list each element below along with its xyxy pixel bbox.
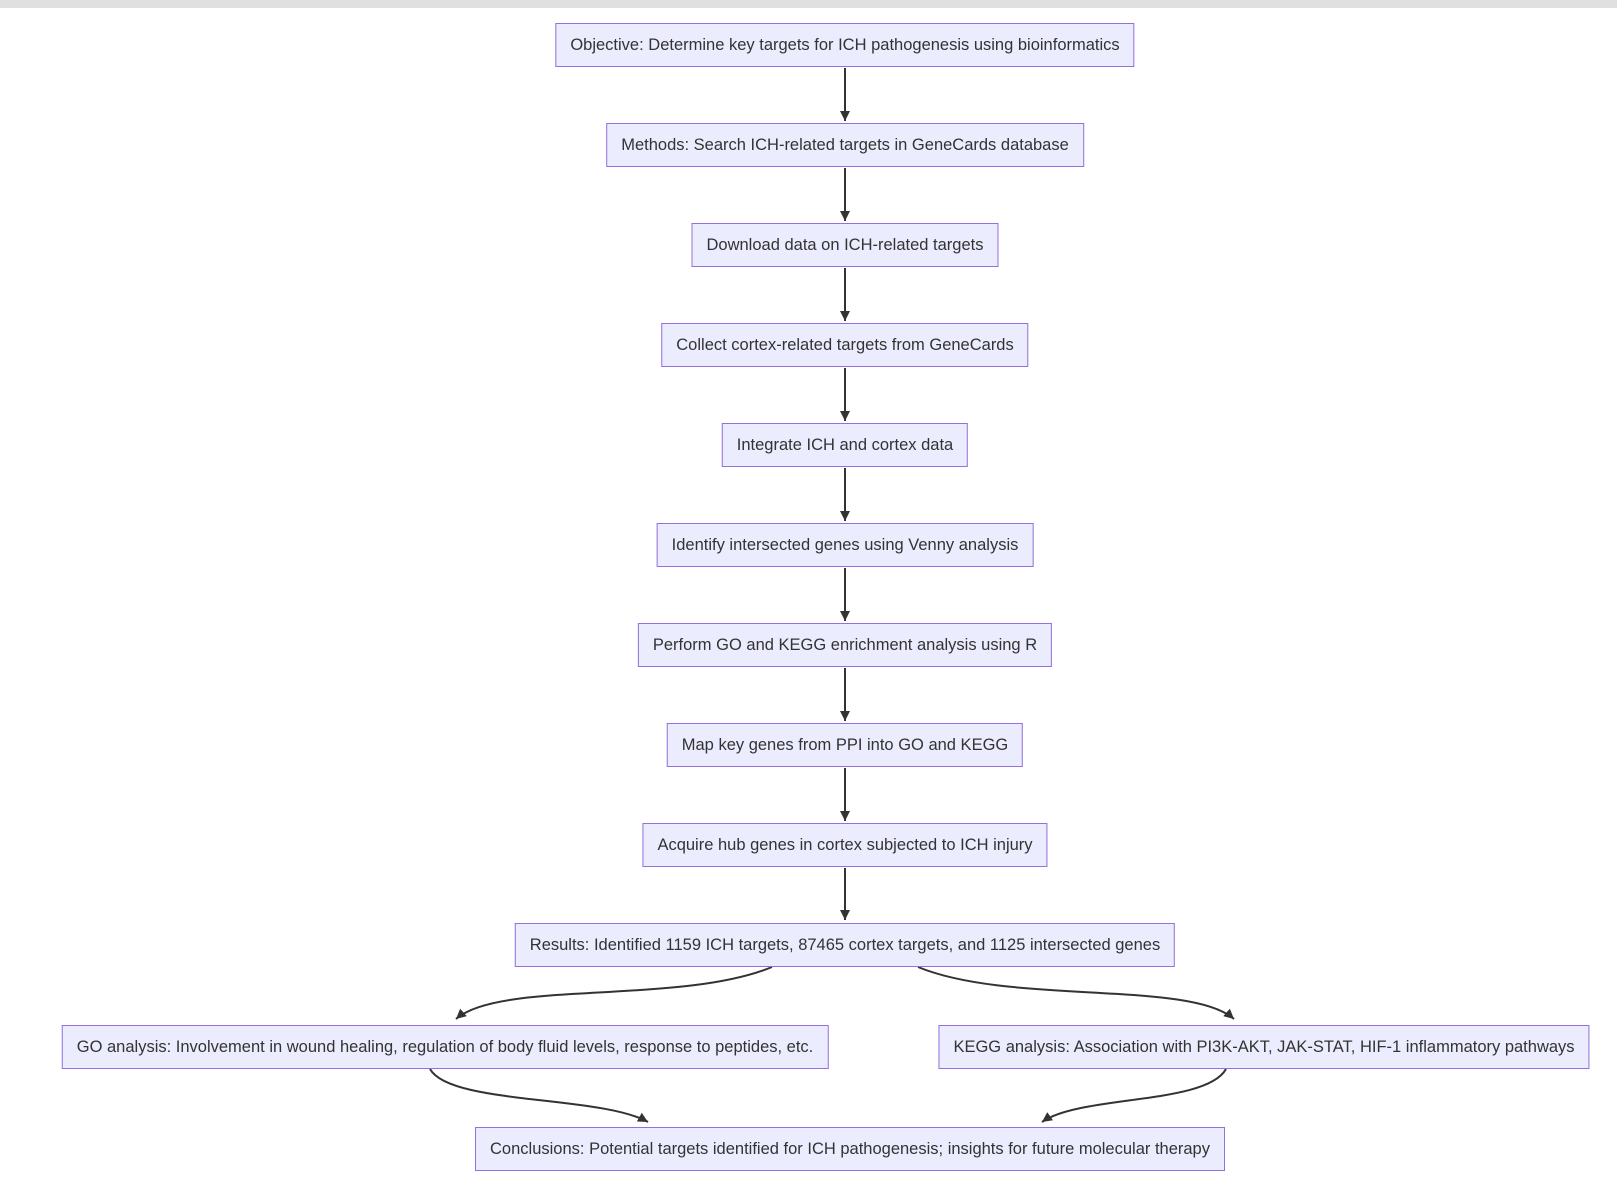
edge-go-to-conclusions bbox=[429, 1068, 649, 1123]
flow-node-collect: Collect cortex-related targets from Gene… bbox=[661, 323, 1029, 367]
top-divider-bar bbox=[0, 0, 1617, 8]
flow-node-kegg-analysis: KEGG analysis: Association with PI3K-AKT… bbox=[938, 1025, 1590, 1069]
flow-node-download: Download data on ICH-related targets bbox=[691, 223, 999, 267]
flow-node-results: Results: Identified 1159 ICH targets, 87… bbox=[514, 923, 1176, 967]
flow-node-enrichment: Perform GO and KEGG enrichment analysis … bbox=[637, 623, 1053, 667]
flow-node-objective: Objective: Determine key targets for ICH… bbox=[555, 23, 1135, 67]
flow-node-conclusions: Conclusions: Potential targets identifie… bbox=[475, 1127, 1225, 1171]
flow-node-integrate: Integrate ICH and cortex data bbox=[721, 423, 969, 467]
edge-results-to-go bbox=[455, 966, 773, 1020]
flow-node-venny: Identify intersected genes using Venny a… bbox=[656, 523, 1034, 567]
edge-results-to-kegg bbox=[917, 966, 1235, 1020]
flow-node-hub-genes: Acquire hub genes in cortex subjected to… bbox=[642, 823, 1048, 867]
flow-node-methods: Methods: Search ICH-related targets in G… bbox=[606, 123, 1084, 167]
edge-kegg-to-conclusions bbox=[1041, 1068, 1227, 1123]
flow-node-map-ppi: Map key genes from PPI into GO and KEGG bbox=[666, 723, 1024, 767]
flow-node-go-analysis: GO analysis: Involvement in wound healin… bbox=[61, 1025, 829, 1069]
